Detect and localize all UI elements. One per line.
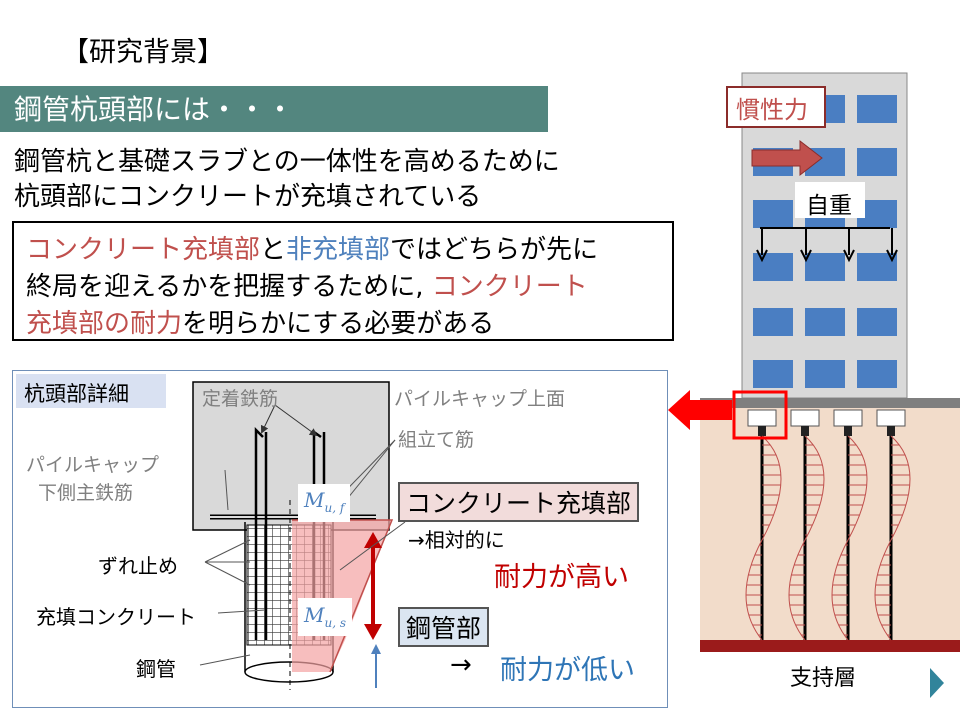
section-banner	[0, 86, 548, 132]
purpose-text: を明らかにする必要がある	[182, 309, 495, 339]
detail-panel	[12, 370, 668, 708]
pilecap-main-label-1: パイルキャップ	[26, 454, 160, 476]
assembly-bar-label: 組立て筋	[398, 429, 475, 451]
high-strength-label: 耐力が高い	[494, 562, 629, 593]
detail-label: 杭頭部詳細	[24, 382, 129, 406]
building-windows	[753, 95, 897, 388]
leader-pipe	[199, 654, 251, 666]
filled-section-label: コンクリート充填部	[398, 482, 640, 522]
foundation-slab	[700, 398, 960, 408]
leader-main-rebar	[224, 469, 229, 511]
piles	[745, 409, 911, 641]
purpose-text: ではどちらが先に	[390, 235, 599, 265]
anchor-bar-label: 定着鉄筋	[202, 388, 279, 410]
pipe-section-label: 鋼管部	[398, 607, 490, 647]
purpose-line-1: コンクリート充填部と非充填部ではどちらが先に	[26, 229, 598, 266]
zoom-arrow	[668, 390, 732, 430]
intro-line-2: 杭頭部にコンクリートが充填されている	[14, 182, 482, 212]
soil	[700, 408, 960, 640]
purpose-line-3: 充填部の耐力を明らかにする必要がある	[26, 303, 494, 340]
mus-label-bg	[298, 598, 352, 636]
steel-pipe-label: 鋼管	[136, 657, 176, 681]
relatively-label: →相対的に	[408, 528, 505, 552]
detail-label-bg	[16, 374, 166, 408]
inertia-arrow	[751, 139, 823, 177]
muf-label-bg	[298, 484, 350, 522]
pile-head-highlight	[732, 390, 788, 440]
mus-label: Mu, s	[304, 603, 346, 630]
leader-filled-concrete	[217, 609, 266, 614]
strength-term: 充填部の耐力	[26, 309, 183, 339]
shear-key-label: ずれ止め	[98, 554, 178, 578]
moment-diagram-lower	[292, 640, 345, 672]
arrow-text: →	[450, 650, 472, 680]
purpose-text: 終局を迎えるかを把握するために,	[26, 272, 432, 302]
self-weight-arrows	[760, 227, 893, 255]
pilecap-top-label: パイルキャップ上面	[394, 388, 566, 410]
filled-term: コンクリート	[431, 272, 588, 302]
filled-concrete-label: 充填コンクリート	[36, 605, 196, 629]
pilecap-main-label-2: 下側主鉄筋	[38, 482, 134, 504]
banner-text: 鋼管杭頭部には・・・	[14, 93, 295, 126]
filled-part-term: コンクリート充填部	[26, 235, 261, 265]
inertia-label-box	[726, 86, 826, 128]
purpose-box	[12, 221, 674, 341]
bearing-layer	[700, 640, 960, 652]
purpose-text: と	[260, 235, 287, 265]
next-slide-icon	[930, 668, 944, 698]
self-weight-label: 自重	[806, 193, 852, 219]
anchor-bar-left	[254, 426, 268, 640]
bearing-layer-label: 支持層	[790, 666, 857, 691]
muf-label: Mu, f	[304, 488, 345, 515]
low-strength-label: 耐力が低い	[500, 655, 635, 686]
inertia-label: 慣性力	[736, 96, 808, 124]
self-weight-label-bg	[795, 182, 865, 218]
leader-shear-key	[204, 539, 251, 563]
purpose-line-2: 終局を迎えるかを把握するために, コンクリート	[26, 266, 588, 303]
slide-title: 【研究背景】	[62, 37, 224, 68]
intro-line-1: 鋼管杭と基礎スラブとの一体性を高めるために	[14, 147, 560, 177]
pile-cap	[192, 381, 390, 531]
unfilled-part-term: 非充填部	[286, 235, 391, 265]
